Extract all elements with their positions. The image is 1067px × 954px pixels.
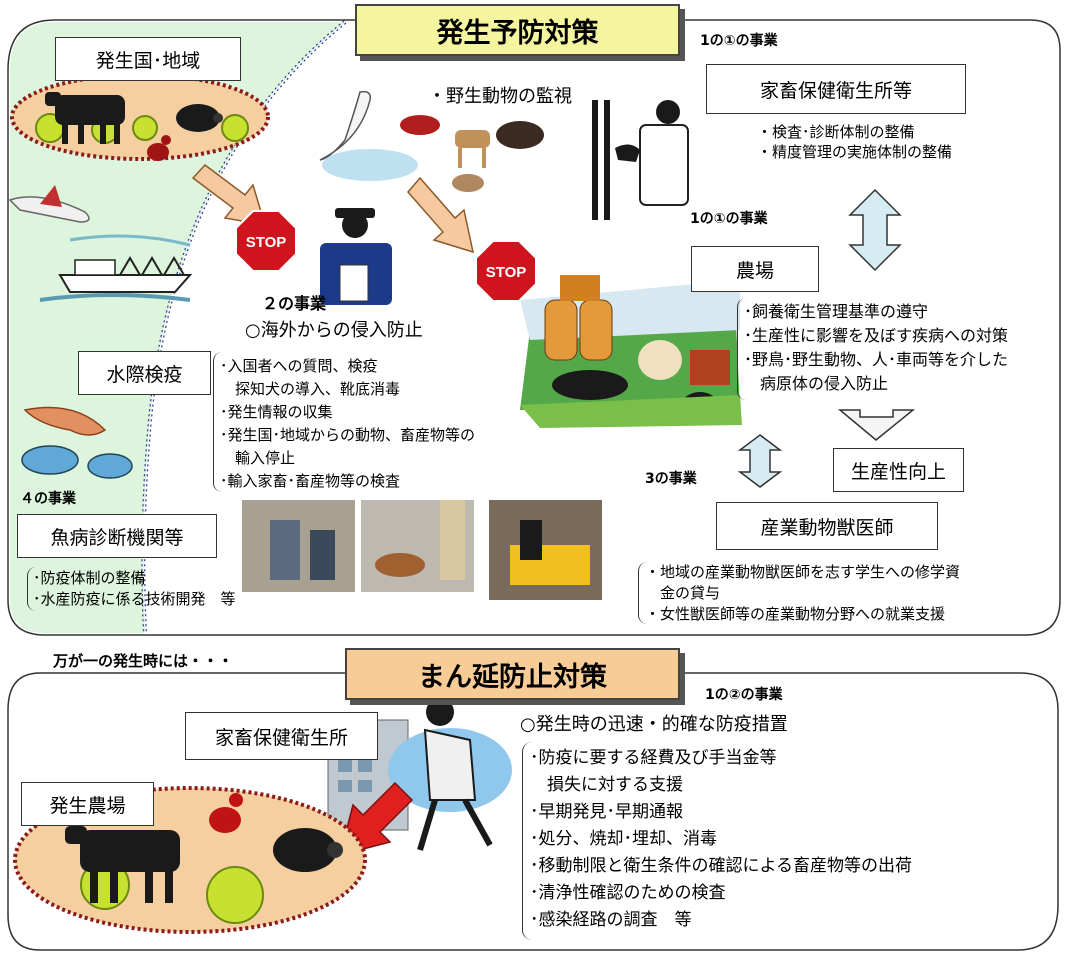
running-person-icon (417, 698, 493, 851)
overseas-region (10, 22, 345, 633)
prevention-banner: 発生予防対策 (355, 4, 680, 56)
list-item: ･感染経路の調査 等 (530, 910, 692, 930)
fish-brace (27, 567, 36, 611)
photo-detector-dog (361, 500, 474, 592)
list-item: ･発生国･地域からの動物、畜産物等の (220, 426, 476, 444)
spread-brace (522, 742, 532, 940)
down-arrow-icon (837, 409, 916, 441)
pig-icon-large (273, 828, 343, 872)
arrow-icon (191, 163, 475, 254)
office-list: ・検査･診断体制の整備 ・精度管理の実施体制の整備 (757, 122, 952, 162)
spread-banner: まん延防止対策 (345, 648, 680, 700)
swan-icon (319, 90, 418, 181)
bird-icon (400, 115, 440, 135)
list-item: ・女性獣医師等の産業動物分野への就業支援 (645, 605, 946, 623)
photo-airport-1 (242, 500, 355, 592)
wildlife-monitoring: ・野生動物の監視 (428, 86, 572, 107)
svg-text:STOP: STOP (486, 264, 527, 281)
officer-icon (320, 208, 392, 305)
list-item: ･入国者への質問、検疫 (220, 357, 378, 375)
list-item: 損失に対する支援 (530, 775, 683, 795)
border-brace (213, 352, 222, 492)
list-item: ･早期発見･早期通報 (530, 802, 683, 822)
farm-illustration (520, 275, 742, 428)
list-item: ･清浄性確認のための検査 (530, 883, 726, 903)
list-item: 病原体の侵入防止 (744, 374, 889, 393)
spread-list: ･防疫に要する経費及び手当金等 損失に対する支援 ･早期発見･早期通報 ･処分、… (530, 745, 912, 934)
list-item: ･水産防疫に係る技術開発 等 (33, 590, 236, 608)
list-item: ・地域の産業動物獣医師を志す学生への修学資 (645, 563, 961, 581)
rapid-response: ○発生時の迅速・的確な防疫措置 (520, 714, 788, 735)
pig-icon (176, 104, 223, 132)
project-label-1a-top: 1の①の事業 (700, 33, 778, 49)
livestock-office-small-box: 家畜保健衛生所 (185, 712, 378, 760)
rooster-icon (147, 135, 171, 161)
cow-icon-large (65, 826, 180, 903)
cow-icon (45, 92, 125, 144)
list-item: ・検査･診断体制の整備 (757, 123, 915, 141)
rooster-icon-large (209, 793, 243, 833)
stop-sign: STOP (475, 240, 537, 302)
photo-disinfection-mat (489, 500, 602, 600)
list-item: ･防疫に要する経費及び手当金等 (530, 748, 777, 768)
list-item: ･生産性に影響を及ぼす疾病への対策 (744, 326, 1009, 345)
boar-icon (496, 121, 544, 149)
mouse-icon (452, 174, 484, 192)
farm-box: 農場 (691, 246, 819, 292)
vet-brace (638, 562, 647, 624)
origin-box: 発生国･地域 (55, 37, 241, 81)
livestock-office-box: 家畜保健衛生所等 (706, 64, 966, 114)
project-label-1b: 1の②の事業 (705, 687, 783, 703)
fish-lab-box: 魚病診断機関等 (17, 514, 217, 558)
list-item: ･輸入家畜･畜産物等の検査 (220, 472, 401, 490)
fish-list: ･防疫体制の整備 ･水産防疫に係る技術開発 等 (33, 568, 236, 610)
farm-list: ･飼養衛生管理基準の遵守 ･生産性に影響を及ぼす疾病への対策 ･野鳥･野生動物、… (744, 300, 1008, 396)
productivity-box: 生産性向上 (833, 448, 964, 492)
stop-sign: STOP (235, 210, 297, 272)
deer-icon (455, 130, 490, 168)
emergency-heading: 万が一の発生時には・・・ (53, 652, 234, 670)
outbreak-farm-box: 発生農場 (21, 782, 154, 826)
industrial-vet-box: 産業動物獣医師 (716, 502, 938, 550)
double-arrow-icon (737, 188, 902, 488)
svg-text:STOP: STOP (246, 234, 287, 251)
farm-brace (737, 298, 746, 400)
overseas-prevention: ○海外からの侵入防止 (245, 320, 423, 341)
quarantine-box: 水際検疫 (78, 351, 211, 395)
project-label-4: ４の事業 (20, 491, 76, 507)
list-item: ･飼養衛生管理基準の遵守 (744, 302, 929, 321)
list-item: 探知犬の導入、靴底消毒 (220, 380, 401, 398)
airplane-icon (8, 185, 90, 223)
shrimp-icon (23, 406, 107, 436)
list-item: ･野鳥･野生動物、人･車両等を介した (744, 350, 1009, 369)
fish-icon (21, 445, 133, 479)
veterinarian-icon (592, 100, 689, 220)
list-item: ･防疫体制の整備 (33, 569, 146, 587)
list-item: ・精度管理の実施体制の整備 (757, 143, 953, 161)
project-label-2: ２の事業 (262, 294, 327, 313)
project-label-1a-mid: 1の①の事業 (690, 211, 768, 227)
ship-icon (39, 234, 193, 302)
list-item: ･処分、焼却･埋却、消毒 (530, 829, 717, 849)
project-label-3: 3の事業 (645, 471, 697, 487)
list-item: 輸入停止 (220, 449, 296, 467)
border-list: ･入国者への質問、検疫 探知犬の導入、靴底消毒 ･発生情報の収集 ･発生国･地域… (220, 355, 475, 493)
list-item: 金の貸与 (645, 584, 721, 602)
vet-list: ・地域の産業動物獣医師を志す学生への修学資 金の貸与 ・女性獣医師等の産業動物分… (645, 562, 960, 625)
list-item: ･移動制限と衛生条件の確認による畜産物等の出荷 (530, 856, 912, 876)
list-item: ･発生情報の収集 (220, 403, 333, 421)
